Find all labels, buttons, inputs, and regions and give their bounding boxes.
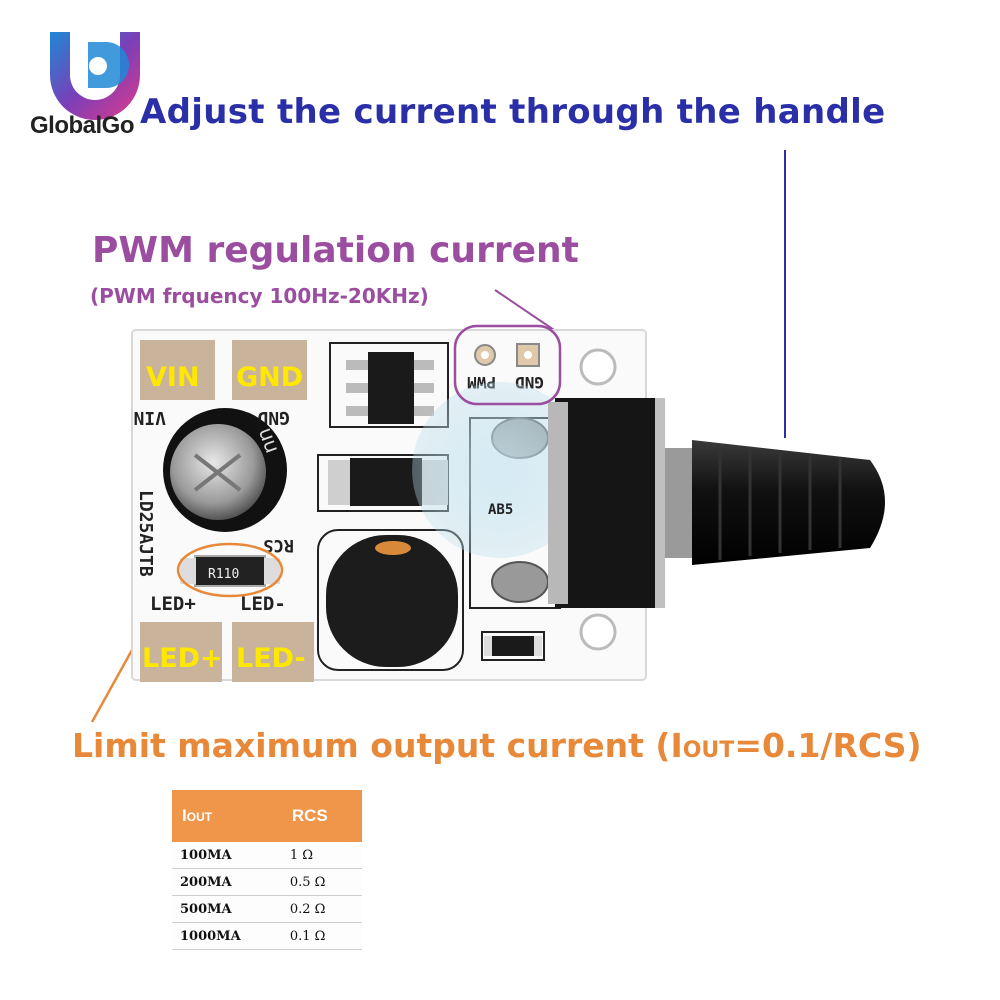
- logo-text: GlobalGo: [30, 112, 135, 139]
- limit-suffix: =0.1/RCS): [734, 726, 922, 765]
- iout-cell: 1000MA: [172, 922, 282, 950]
- pad-led-minus: [232, 622, 314, 682]
- rcs-table: IOUT RCS 100MA 1 Ω 200MA 0.5 Ω 500MA 0.2…: [172, 790, 362, 950]
- inductor: [326, 535, 458, 667]
- iout-cell: 200MA: [172, 868, 282, 896]
- col-iout: IOUT: [172, 790, 282, 842]
- pwm-highlight: [453, 324, 562, 406]
- rcs-cell: 0.1 Ω: [281, 922, 362, 950]
- pad-vin: [140, 340, 215, 400]
- pwm-area-glow: [412, 382, 588, 558]
- table-row: 100MA 1 Ω: [172, 842, 362, 869]
- pad-led-plus-label: LED+: [142, 643, 223, 674]
- pad-vin-label: VIN: [146, 362, 200, 393]
- pad-led-plus: [140, 622, 222, 682]
- rcs-cell: 0.5 Ω: [281, 868, 362, 896]
- potentiometer-knob: [692, 440, 885, 565]
- table-row: 500MA 0.2 Ω: [172, 895, 362, 923]
- silk-rcs: RCS: [263, 535, 294, 555]
- table-header-row: IOUT RCS: [172, 790, 362, 842]
- pad-led-minus-label: LED-: [236, 643, 306, 674]
- pwm-regulation-heading: PWM regulation current: [92, 230, 579, 271]
- silk-led-minus: LED-: [240, 593, 286, 615]
- limit-prefix: Limit maximum output current (I: [72, 726, 683, 765]
- pad-gnd-label: GND: [236, 362, 303, 393]
- col-rcs: RCS: [281, 790, 362, 842]
- limit-sub: OUT: [682, 738, 735, 763]
- pwm-leader-line: [494, 289, 561, 335]
- iout-cell: 100MA: [172, 842, 282, 869]
- adjust-current-heading: Adjust the current through the handle: [140, 92, 886, 132]
- rcs-highlight: [176, 542, 284, 598]
- limit-current-heading: Limit maximum output current (IOUT=0.1/R…: [72, 726, 922, 765]
- ic-chip: [368, 352, 414, 424]
- rcs-cell: 0.2 Ω: [281, 895, 362, 923]
- silk-pot: AB5: [488, 502, 513, 518]
- silk-led-plus: LED+: [150, 593, 196, 615]
- silk-vin: VIN: [133, 407, 166, 428]
- table-row: 200MA 0.5 Ω: [172, 868, 362, 896]
- globalgo-logo-icon: [50, 32, 140, 120]
- pwm-frequency-subheading: (PWM frquency 100Hz-20KHz): [90, 284, 429, 308]
- silk-gnd: GND: [257, 407, 290, 428]
- potentiometer-body: [555, 398, 657, 608]
- rcs-cell: 1 Ω: [281, 842, 362, 869]
- table-row: 1000MA 0.1 Ω: [172, 922, 362, 950]
- mounting-hole: [579, 613, 617, 651]
- sense-resistor: [194, 555, 266, 587]
- smd-resistor: [490, 636, 536, 656]
- diode: [350, 458, 422, 506]
- pad-gnd: [232, 340, 307, 400]
- mounting-hole: [579, 348, 617, 386]
- resistor-label: R110: [208, 567, 239, 582]
- silk-part: LD25AJTB: [135, 490, 156, 577]
- iout-cell: 500MA: [172, 895, 282, 923]
